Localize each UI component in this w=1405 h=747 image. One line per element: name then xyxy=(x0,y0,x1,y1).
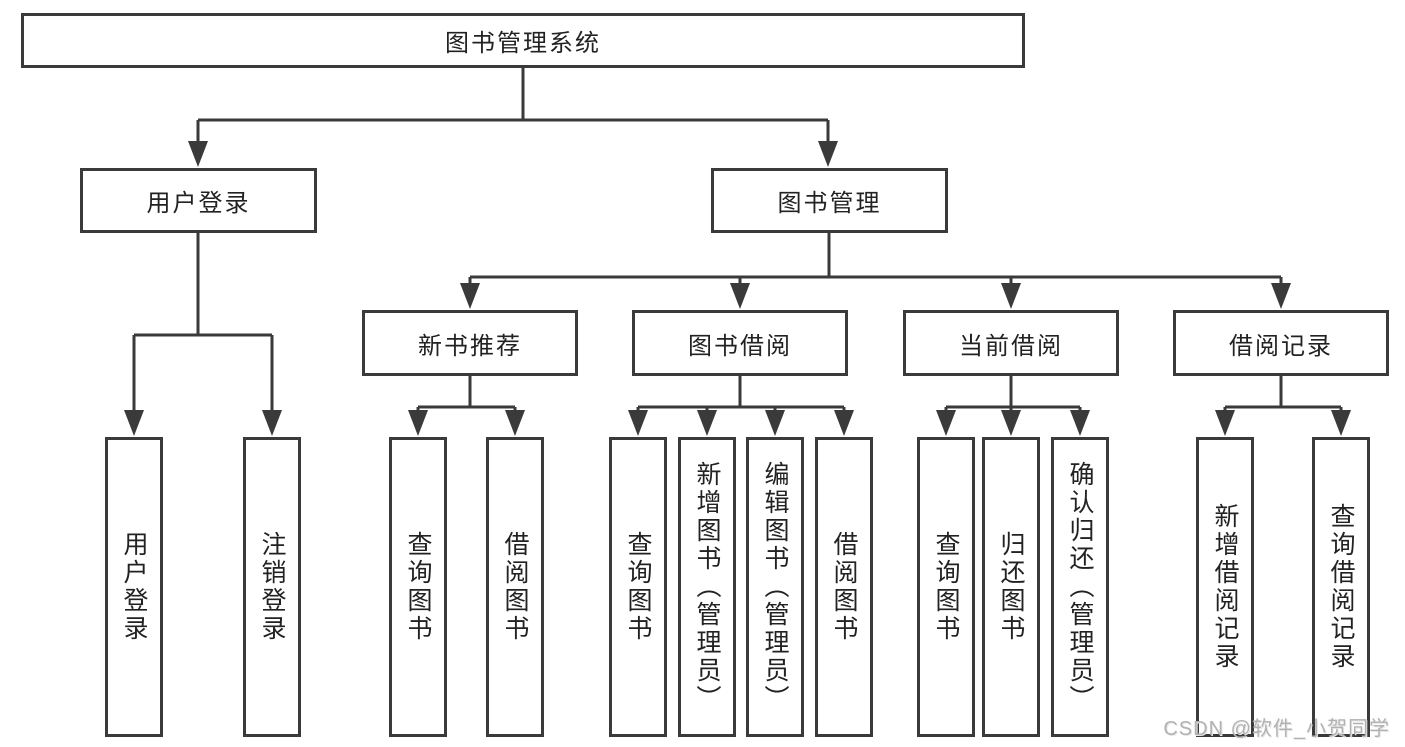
leaf-logout: 注销登录 xyxy=(243,437,301,737)
arrowhead-down-icon xyxy=(1070,410,1090,436)
arrowhead-down-icon xyxy=(1215,410,1235,436)
leaf-query-books-current: 查询图书 xyxy=(917,437,975,737)
arrowhead-down-icon xyxy=(1271,283,1291,309)
arrowhead-down-icon xyxy=(818,141,838,167)
arrowhead-down-icon xyxy=(1331,410,1351,436)
leaf-edit-book-admin: 编辑图书（管理员） xyxy=(746,437,804,737)
leaf-borrow-books: 借阅图书 xyxy=(815,437,873,737)
arrowhead-down-icon xyxy=(262,410,282,436)
arrowhead-down-icon xyxy=(505,410,525,436)
arrowhead-down-icon xyxy=(1001,410,1021,436)
arrowhead-down-icon xyxy=(188,141,208,167)
leaf-borrow-books-recommend: 借阅图书 xyxy=(486,437,544,737)
node-book-management: 图书管理 xyxy=(711,168,948,233)
arrowhead-down-icon xyxy=(408,410,428,436)
leaf-query-borrow-record: 查询借阅记录 xyxy=(1312,437,1370,737)
arrowhead-down-icon xyxy=(730,283,750,309)
node-library-management-system: 图书管理系统 xyxy=(21,13,1025,68)
arrowhead-down-icon xyxy=(765,410,785,436)
node-book-borrowing: 图书借阅 xyxy=(632,310,848,376)
leaf-add-borrow-record: 新增借阅记录 xyxy=(1196,437,1254,737)
arrowhead-down-icon xyxy=(124,410,144,436)
leaf-confirm-return-admin: 确认归还（管理员） xyxy=(1051,437,1109,737)
arrowhead-down-icon xyxy=(1001,283,1021,309)
leaf-add-book-admin: 新增图书（管理员） xyxy=(678,437,736,737)
arrowhead-down-icon xyxy=(460,283,480,309)
leaf-query-books-borrow: 查询图书 xyxy=(609,437,667,737)
watermark: CSDN @软件_小贺同学 xyxy=(1163,718,1390,740)
arrowhead-down-icon xyxy=(936,410,956,436)
node-user-login: 用户登录 xyxy=(80,168,317,233)
node-new-book-recommendation: 新书推荐 xyxy=(362,310,578,376)
leaf-user-login: 用户登录 xyxy=(105,437,163,737)
arrowhead-down-icon xyxy=(834,410,854,436)
leaf-return-book: 归还图书 xyxy=(982,437,1040,737)
node-current-borrowing: 当前借阅 xyxy=(903,310,1119,376)
arrowhead-down-icon xyxy=(628,410,648,436)
leaf-query-books-recommend: 查询图书 xyxy=(389,437,447,737)
arrowhead-down-icon xyxy=(697,410,717,436)
node-borrowing-records: 借阅记录 xyxy=(1173,310,1389,376)
